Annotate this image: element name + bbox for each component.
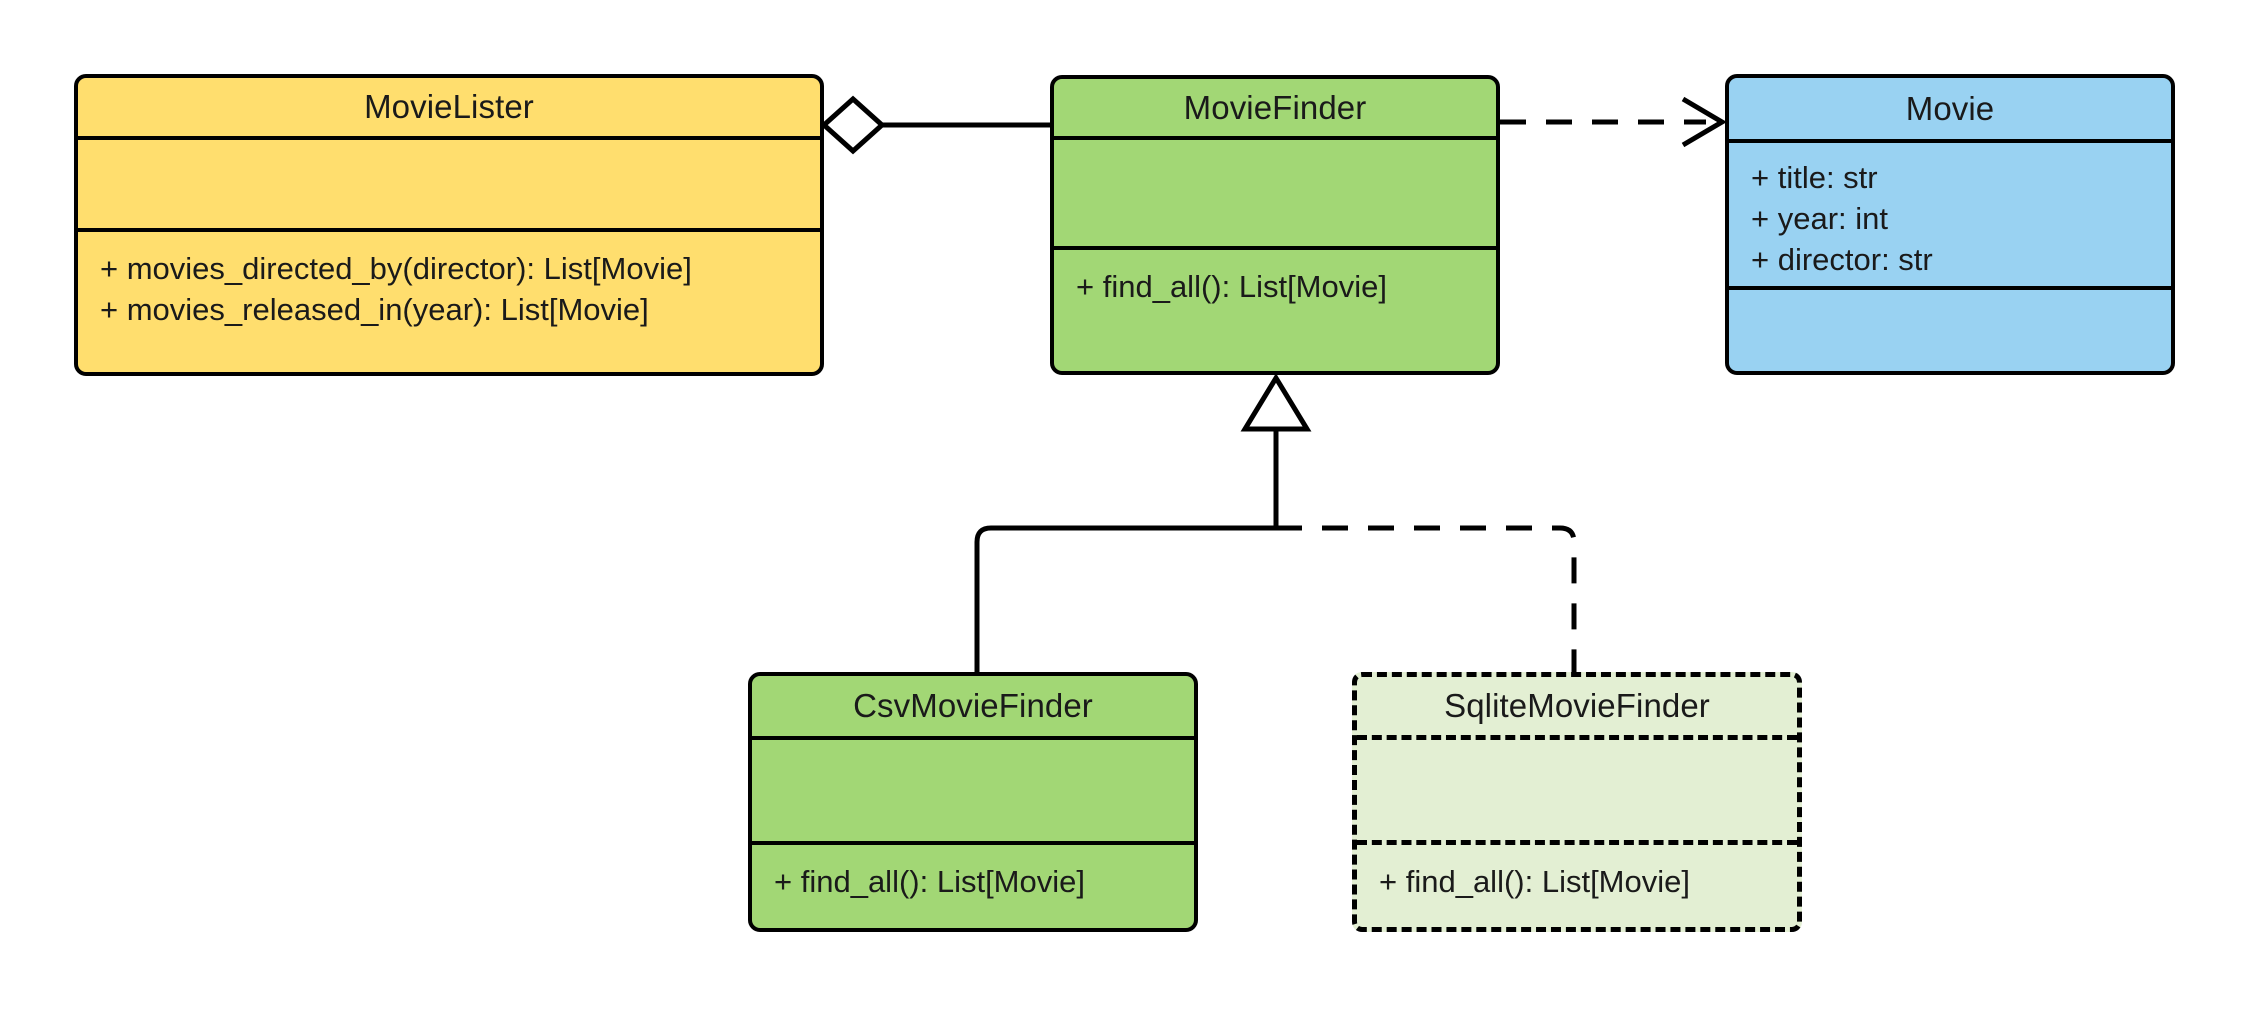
class-operations-compartment: + find_all(): List[Movie] <box>1357 845 1797 902</box>
inheritance-sqlite-branch <box>1276 525 1577 672</box>
class-operations-compartment <box>1729 290 2171 306</box>
class-name-label: CsvMovieFinder <box>853 687 1093 725</box>
class-operations-compartment: + find_all(): List[Movie] <box>1054 250 1496 307</box>
generalization-trunk <box>1240 373 1312 528</box>
class-name-label: MovieLister <box>364 88 534 126</box>
operation-row: + find_all(): List[Movie] <box>774 864 1085 899</box>
inheritance-csv-branch <box>974 525 1276 672</box>
class-box-movie[interactable]: Movie + title: str + year: int + directo… <box>1725 74 2175 375</box>
class-name-compartment: SqliteMovieFinder <box>1357 677 1797 740</box>
attribute-row: + director: str <box>1751 242 1933 278</box>
class-attributes-compartment <box>752 740 1194 845</box>
class-name-label: MovieFinder <box>1183 88 1367 126</box>
class-name-compartment: MovieLister <box>78 78 820 140</box>
class-attributes-compartment <box>78 140 820 232</box>
class-name-compartment: CsvMovieFinder <box>752 676 1194 740</box>
class-box-movielister[interactable]: MovieLister + movies_directed_by(directo… <box>74 74 824 376</box>
open-arrow-marker <box>1681 96 1727 148</box>
class-name-compartment: Movie <box>1729 78 2171 143</box>
class-attributes-compartment: + title: str + year: int + director: str <box>1729 143 2171 290</box>
operation-row: + movies_released_in(year): List[Movie] <box>100 292 649 328</box>
operation-row: + find_all(): List[Movie] <box>1076 269 1387 304</box>
attribute-row: + title: str <box>1751 160 1878 195</box>
aggregation-lister-finder-connector <box>820 95 1050 155</box>
hollow-diamond-marker <box>820 95 886 155</box>
class-box-sqlitemoviefinder[interactable]: SqliteMovieFinder + find_all(): List[Mov… <box>1352 672 1802 932</box>
class-attributes-compartment <box>1054 140 1496 250</box>
class-box-csvmoviefinder[interactable]: CsvMovieFinder + find_all(): List[Movie] <box>748 672 1198 932</box>
class-name-label: Movie <box>1905 89 1995 127</box>
class-attributes-compartment <box>1357 740 1797 845</box>
operation-row: + find_all(): List[Movie] <box>1379 864 1690 899</box>
class-name-label: SqliteMovieFinder <box>1444 687 1710 725</box>
dependency-finder-movie-connector <box>1500 96 1727 148</box>
class-operations-compartment: + find_all(): List[Movie] <box>752 845 1194 902</box>
class-box-moviefinder[interactable]: MovieFinder + find_all(): List[Movie] <box>1050 75 1500 375</box>
class-operations-compartment: + movies_directed_by(director): List[Mov… <box>78 232 820 330</box>
hollow-triangle-marker <box>1240 373 1312 432</box>
operation-row: + movies_directed_by(director): List[Mov… <box>100 251 692 286</box>
attribute-row: + year: int <box>1751 201 1888 237</box>
class-name-compartment: MovieFinder <box>1054 79 1496 140</box>
